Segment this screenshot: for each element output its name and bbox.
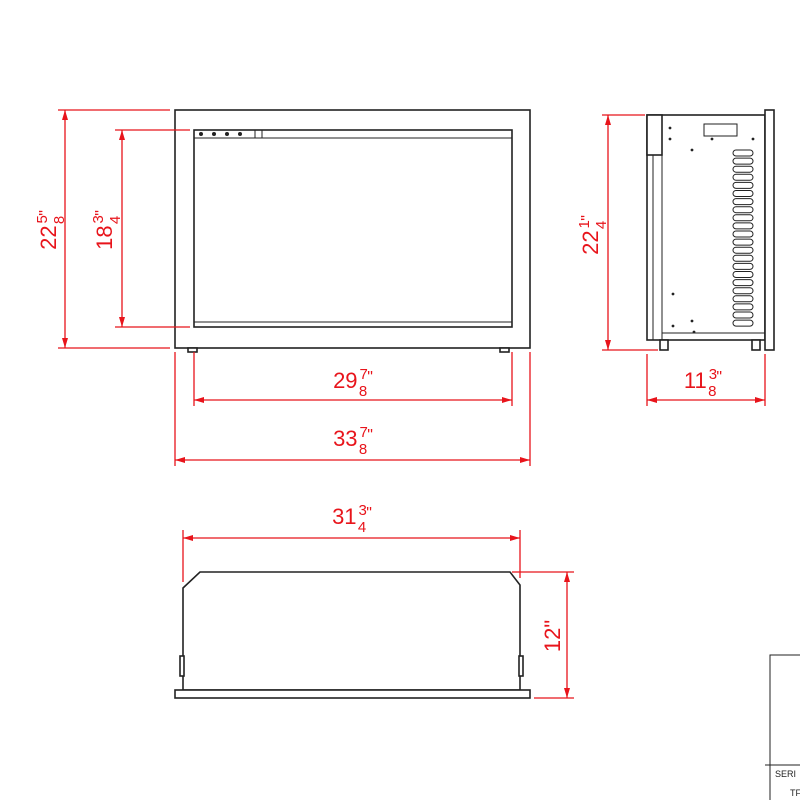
vent-slot bbox=[732, 206, 754, 214]
vent-slot bbox=[732, 295, 754, 303]
svg-text:SERI: SERI bbox=[775, 769, 796, 779]
vent-slot bbox=[732, 319, 754, 327]
svg-text:TF: TF bbox=[790, 788, 800, 798]
vent-slot bbox=[732, 222, 754, 230]
vent-slot bbox=[732, 238, 754, 246]
vent-slot bbox=[732, 311, 754, 319]
svg-text:2258": 2258" bbox=[34, 210, 68, 250]
dimension-opening-height: 1834" bbox=[90, 129, 190, 328]
dimension-side-height: 2214" bbox=[576, 114, 658, 351]
svg-text:1834": 1834" bbox=[90, 210, 124, 250]
top-view bbox=[174, 571, 531, 699]
screw-holes-icon bbox=[668, 126, 755, 334]
vent-slot bbox=[732, 271, 754, 278]
vent-slot bbox=[732, 246, 754, 254]
vent-slot bbox=[732, 303, 754, 311]
dimension-top-depth: 12" bbox=[512, 571, 574, 699]
vent-slot bbox=[732, 149, 754, 157]
vent-slot bbox=[732, 157, 754, 165]
vent-slot bbox=[732, 190, 754, 197]
vent-slot bbox=[732, 279, 754, 287]
svg-text:2214": 2214" bbox=[576, 215, 610, 255]
control-buttons-icon bbox=[199, 132, 242, 136]
side-view bbox=[646, 109, 775, 351]
svg-text:12": 12" bbox=[540, 620, 565, 652]
vent-slot bbox=[732, 287, 754, 295]
front-view bbox=[174, 109, 531, 353]
vent-slot bbox=[732, 181, 754, 189]
vent-slots-icon bbox=[732, 149, 754, 327]
dimension-front-height: 2258" bbox=[34, 109, 170, 349]
vent-slot bbox=[732, 165, 754, 173]
vent-slot bbox=[732, 254, 754, 262]
vent-slot bbox=[732, 198, 754, 206]
vent-slot bbox=[732, 173, 754, 181]
vent-slot bbox=[732, 214, 754, 222]
vent-slot bbox=[732, 262, 754, 270]
vent-slot bbox=[732, 230, 754, 238]
title-block: SERI TF bbox=[765, 654, 800, 800]
